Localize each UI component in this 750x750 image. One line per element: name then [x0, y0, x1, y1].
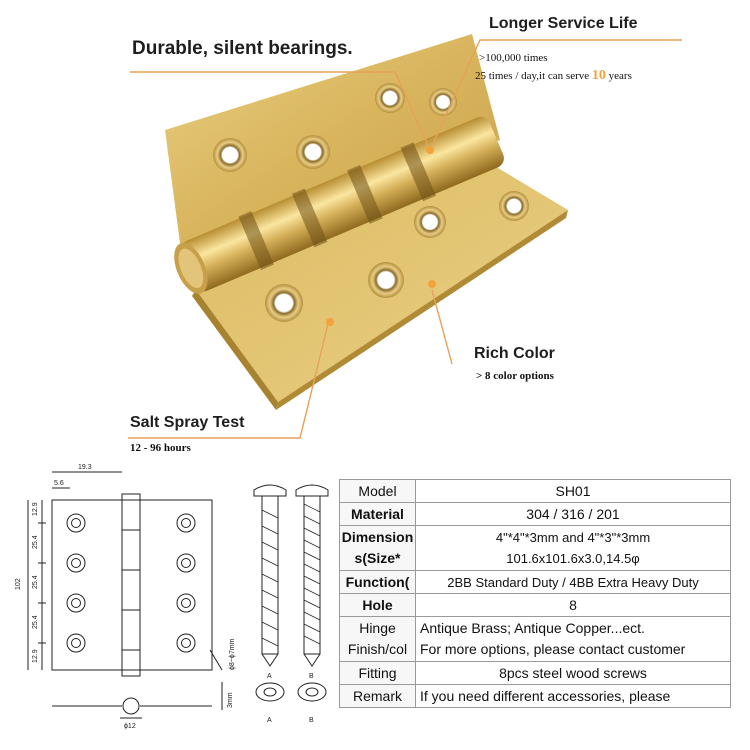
table-row: Remark If you need different accessories… — [339, 684, 731, 708]
table-row: Hinge Finish/col Antique Brass; Antique … — [339, 616, 731, 662]
callout-service-line2: 25 times / day,it can serve 10 years — [475, 68, 632, 84]
spec-value: 2BB Standard Duty / 4BB Extra Heavy Duty — [415, 570, 731, 594]
spec-value: 304 / 316 / 201 — [415, 502, 731, 526]
table-row: Fitting 8pcs steel wood screws — [339, 661, 731, 685]
screw-a-label: A — [267, 673, 272, 680]
spec-value-line2: 101.6x101.6x3.0,14.5φ — [506, 551, 640, 566]
callout-service-title: Longer Service Life — [489, 15, 638, 32]
spec-key: Fitting — [339, 661, 416, 685]
spec-key: Model — [339, 479, 416, 503]
service-line2-pre: 25 times / day,it can serve — [475, 70, 590, 82]
table-row: Material 304 / 316 / 201 — [339, 502, 731, 526]
dim-seg4: 25.4 — [32, 615, 39, 629]
spec-value: 4"*4"*3mm and 4"*3"*3mm 101.6x101.6x3.0,… — [415, 525, 731, 571]
dim-seg3: 25.4 — [32, 575, 39, 589]
spec-key: Function( — [339, 570, 416, 594]
spec-value-line1: Antique Brass; Antique Copper...ect. — [420, 620, 645, 636]
service-years-number: 10 — [591, 68, 606, 83]
hinge-back-leaf — [165, 34, 500, 258]
screw-holes — [213, 83, 529, 322]
table-row: Dimensions(Size* 4"*4"*3mm and 4"*3"*3mm… — [339, 525, 731, 571]
dim-height: 102 — [15, 578, 22, 590]
callout-bearings-title: Durable, silent bearings. — [132, 38, 353, 59]
spec-key: Dimensions(Size* — [339, 525, 416, 571]
callout-salt-line1: 12 - 96 hours — [130, 442, 191, 454]
table-row: Function( 2BB Standard Duty / 4BB Extra … — [339, 570, 731, 594]
spec-value: Antique Brass; Antique Copper...ect. For… — [415, 616, 731, 662]
spec-value: 8pcs steel wood screws — [415, 661, 731, 685]
dim-thickness: 3mm — [227, 692, 234, 708]
spec-key: Material — [339, 502, 416, 526]
hinge-photo — [128, 34, 682, 439]
spec-key: Hinge Finish/col — [339, 616, 416, 662]
dim-seg1: 12.9 — [32, 502, 39, 516]
table-row: Model SH01 — [339, 479, 731, 503]
dim-offset: 5.6 — [54, 480, 64, 487]
callout-color-line1: > 8 color options — [476, 370, 554, 382]
dim-seg2: 25.4 — [32, 535, 39, 549]
table-row: Hole 8 — [339, 593, 731, 617]
dim-knuckle: ϕ12 — [124, 723, 136, 730]
washer-a-label: A — [267, 717, 272, 724]
spec-value: 8 — [415, 593, 731, 617]
callout-salt-title: Salt Spray Test — [130, 414, 245, 431]
callout-color-title: Rich Color — [474, 345, 555, 362]
dim-screw-dia: ϕ8~ϕ7mm — [229, 638, 236, 670]
spec-table: Model SH01 Material 304 / 316 / 201 Dime… — [339, 479, 731, 708]
hinge-barrel — [174, 116, 504, 294]
service-line2-post: years — [608, 70, 632, 82]
spec-value-line2: For more options, please contact custome… — [420, 641, 686, 657]
washer-b-label: B — [309, 717, 314, 724]
spec-value-line1: 4"*4"*3mm and 4"*3"*3mm — [495, 530, 651, 545]
spec-key: Hole — [339, 593, 416, 617]
technical-drawing: 19.3 5.6 102 12.9 25.4 25.4 25.4 12.9 ϕ8… — [15, 464, 329, 730]
spec-value: If you need different accessories, pleas… — [415, 684, 731, 708]
screw-b-label: B — [309, 673, 314, 680]
dim-width-top: 19.3 — [78, 464, 92, 471]
spec-value: SH01 — [415, 479, 731, 503]
dim-seg5: 12.9 — [32, 649, 39, 663]
callout-service-line1: >100,000 times — [479, 52, 548, 64]
spec-key: Remark — [339, 684, 416, 708]
